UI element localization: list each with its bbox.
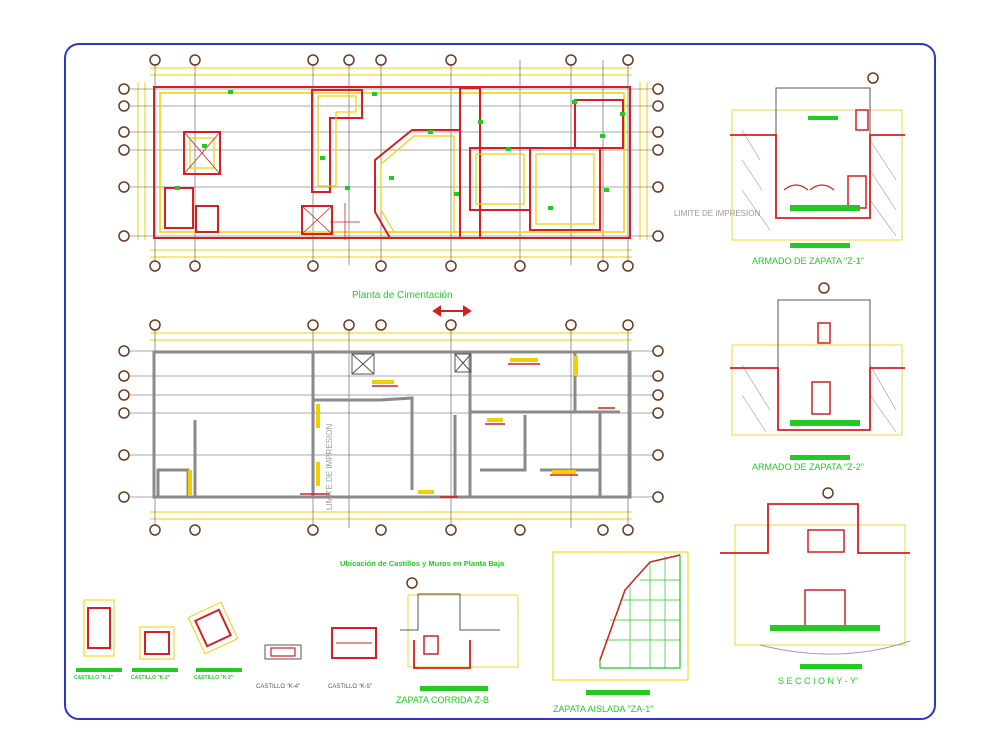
castillo-k4-label: CASTILLO "K-4" xyxy=(256,684,300,690)
walls-plan-watermark: LIMITE DE IMPRESION xyxy=(325,424,334,510)
detail-section-yy xyxy=(720,487,911,669)
sheet-frame xyxy=(64,43,936,720)
castillo-k2-label: CASTILLO "K-2" xyxy=(131,675,171,681)
detail-z2 xyxy=(730,282,905,460)
walls-plan xyxy=(118,319,664,536)
foundation-plan xyxy=(118,54,664,317)
castillo-details xyxy=(76,599,377,672)
detail-z1 xyxy=(730,72,905,248)
detail-zapata-aislada xyxy=(552,551,689,695)
section-yy-title: S E C C I O N Y - Y' xyxy=(778,676,858,686)
top-plan-watermark: LIMITE DE IMPRESION xyxy=(674,209,760,218)
castillo-k1-label: CASTILLO "K-1" xyxy=(74,675,114,681)
zapata-aislada-title: ZAPATA AISLADA "ZA-1" xyxy=(553,704,653,714)
castillo-k5-label: CASTILLO "K-5" xyxy=(328,684,372,690)
walls-plan-title: Ubicación de Castillos y Muros en Planta… xyxy=(340,559,505,568)
foundation-plan-title: Planta de Cimentación xyxy=(352,290,453,301)
detail-z1-title: ARMADO DE ZAPATA "Z-1" xyxy=(752,256,864,266)
zapata-corrida-title: ZAPATA CORRIDA Z-B xyxy=(396,695,489,705)
detail-zapata-corrida xyxy=(400,577,519,691)
detail-z2-title: ARMADO DE ZAPATA "Z-2" xyxy=(752,462,864,472)
castillo-k3-label: CASTILLO "K-3" xyxy=(194,675,234,681)
